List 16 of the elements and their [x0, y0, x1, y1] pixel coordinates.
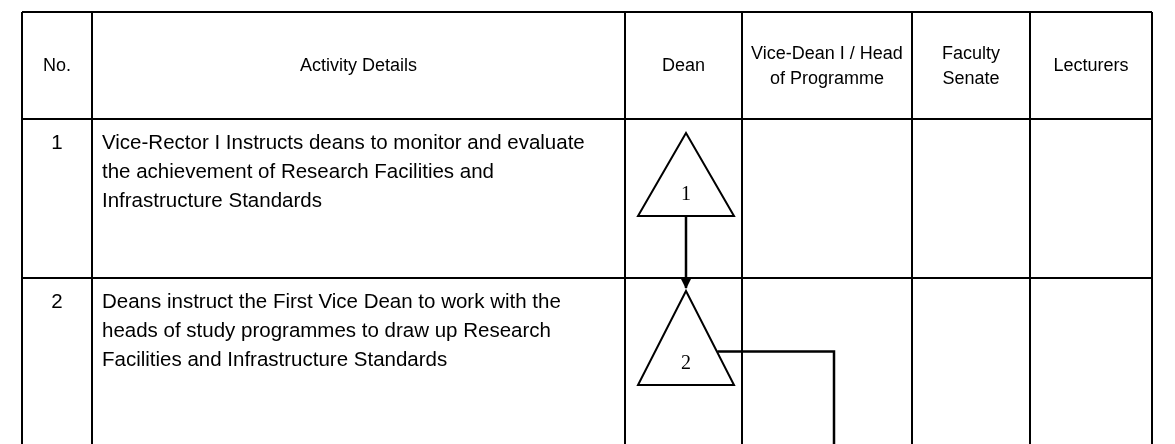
arrow	[681, 217, 691, 289]
step-number: 2	[681, 352, 691, 372]
table-cell-text: Lecturers	[1053, 54, 1129, 78]
connector-line	[717, 350, 836, 444]
table-cell-text: 2	[51, 288, 63, 314]
triangle-symbol	[637, 132, 735, 217]
table-cell-text: 1	[51, 129, 63, 155]
table-cell-text: Faculty Senate	[941, 42, 1001, 90]
table-cell-text: Vice-Rector I Instructs deans to monitor and evaluate the achievement of Research Facilities and Infrastructure Standards	[102, 129, 586, 214]
table-cell-text: Dean	[662, 54, 705, 78]
table-cell-text: Vice-Dean I / Head of Programme	[750, 42, 904, 90]
table-cell-text: Deans instruct the First Vice Dean to work with the heads of study programmes to draw up Research Facilities and Infrastructure Standards	[102, 288, 562, 373]
table-cell-text: Activity Details	[300, 54, 417, 78]
table-cell-text: No.	[43, 54, 71, 78]
step-number: 1	[681, 183, 691, 203]
triangle-symbol	[637, 290, 735, 386]
